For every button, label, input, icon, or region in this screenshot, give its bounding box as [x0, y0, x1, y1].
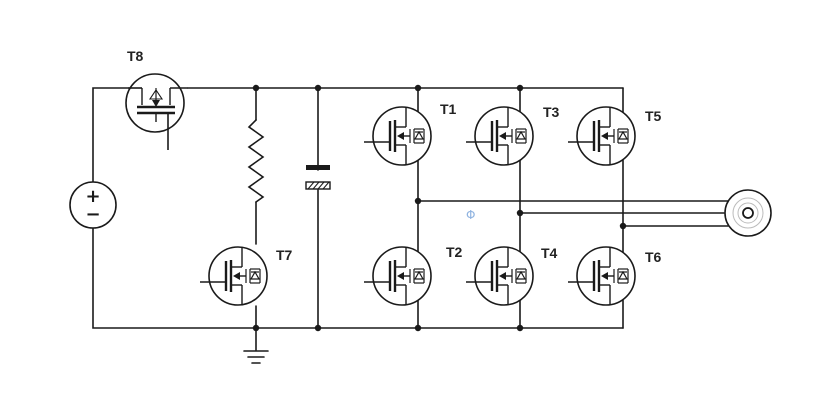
igbt-t7: [198, 245, 269, 307]
junction-dots: [252, 84, 627, 332]
capacitor: [305, 165, 331, 190]
igbt-t4: [464, 245, 535, 307]
source-minus-sign: −: [85, 204, 100, 225]
label-t1: T1: [440, 101, 457, 117]
igbt-t5: [566, 105, 637, 167]
igbt-t3: [464, 105, 535, 167]
motor: [724, 189, 772, 237]
label-t3: T3: [543, 104, 560, 120]
igbt-t2: [362, 245, 433, 307]
ground-symbol: [243, 350, 269, 364]
mosfet-t8: [125, 73, 188, 150]
label-t7: T7: [276, 247, 293, 263]
resistor: [247, 119, 265, 203]
igbt-t6: [566, 245, 637, 307]
label-t4: T4: [541, 245, 558, 261]
label-t5: T5: [645, 108, 662, 124]
source-plus-sign: +: [85, 186, 100, 207]
dc-voltage-source: + −: [69, 181, 117, 229]
igbt-t1: [362, 105, 433, 167]
label-t2: T2: [446, 244, 463, 260]
label-t8: T8: [127, 48, 144, 64]
label-t6: T6: [645, 249, 662, 265]
center-mark: Φ: [466, 208, 475, 222]
